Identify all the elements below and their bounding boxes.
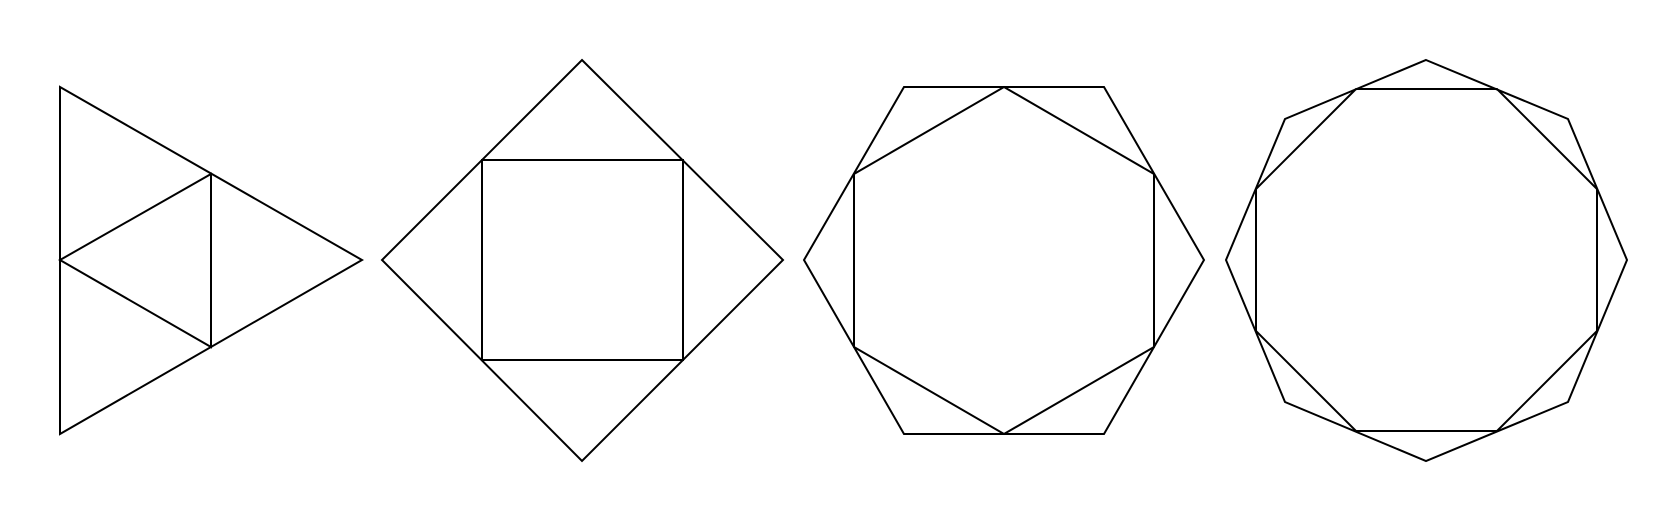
triangle-figure bbox=[57, 85, 365, 436]
hexagon-outer bbox=[802, 86, 1206, 435]
square-figure bbox=[380, 58, 785, 463]
octagon-outer bbox=[1224, 58, 1629, 463]
octagon-inner bbox=[1255, 88, 1598, 432]
hexagon-figure bbox=[802, 85, 1206, 436]
triangle-inner bbox=[57, 172, 212, 349]
octagon-figure bbox=[1224, 58, 1629, 463]
hexagon-inner bbox=[853, 85, 1155, 436]
square-outer bbox=[380, 58, 785, 463]
square-inner bbox=[481, 159, 684, 361]
